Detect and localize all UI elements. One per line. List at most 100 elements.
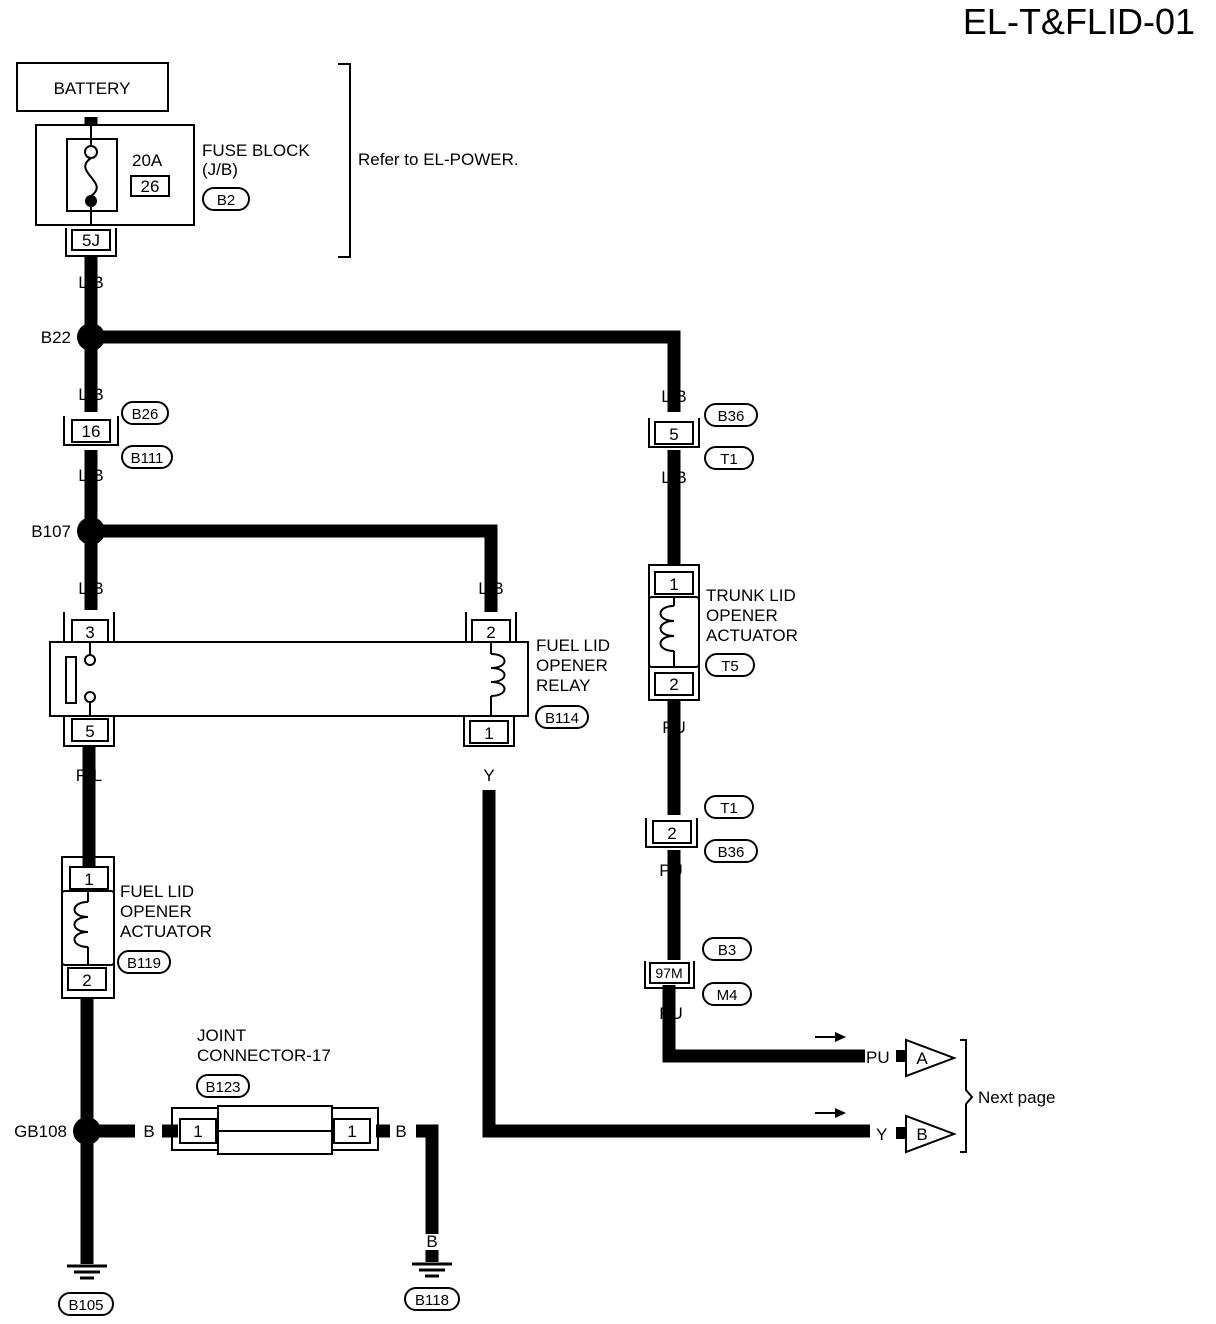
connector-b114: B114 xyxy=(545,710,579,727)
svg-text:97M: 97M xyxy=(655,965,682,981)
svg-text:5J: 5J xyxy=(82,231,100,250)
connector-m4-pill xyxy=(702,982,752,1006)
ground-b105-pill xyxy=(58,1292,114,1316)
connector-b119: B119 xyxy=(127,955,161,972)
trunk-lid-label-2: OPENER xyxy=(706,606,778,625)
trunk-lid-actuator: 1 2 xyxy=(648,564,700,701)
ground-b118-symbol xyxy=(412,1262,452,1278)
wire-color-y-next: Y xyxy=(876,1125,887,1144)
splice-b107-label: B107 xyxy=(31,522,71,541)
svg-text:1: 1 xyxy=(84,870,93,889)
wire-color-b-4: B xyxy=(81,1239,92,1258)
wire-color-lb-4: L/B xyxy=(78,579,104,598)
connector-b3-pill xyxy=(702,937,752,961)
wire-color-pu-next: PU xyxy=(866,1048,890,1067)
splice-gb108 xyxy=(73,1117,101,1145)
wire-color-lb-7: L/B xyxy=(478,579,504,598)
wire-color-b-3: B xyxy=(395,1122,406,1141)
ground-b105-symbol xyxy=(67,1264,107,1280)
signal-direction-arrow-b xyxy=(815,1108,846,1118)
fuel-lid-relay: 3 2 5 1 xyxy=(49,612,529,747)
splice-gb108-label: GB108 xyxy=(14,1122,67,1141)
fuse-terminal-top xyxy=(84,145,98,159)
connector-m4: M4 xyxy=(717,987,738,1004)
splice-b22 xyxy=(77,323,105,351)
next-page-brace xyxy=(960,1039,974,1153)
relay-label-2: OPENER xyxy=(536,656,608,675)
trunk-lid-label-3: ACTUATOR xyxy=(706,626,798,645)
refer-bracket xyxy=(338,63,351,258)
fuse-terminal-bottom xyxy=(85,195,97,207)
signal-direction-arrow-a xyxy=(815,1032,846,1042)
battery-label: BATTERY xyxy=(54,79,131,98)
connector-b3: B3 xyxy=(718,942,736,959)
fuel-actuator-label-1: FUEL LID xyxy=(120,882,194,901)
refer-text: Refer to EL-POWER. xyxy=(358,150,519,169)
next-connector-b: B xyxy=(916,1125,927,1144)
svg-text:16: 16 xyxy=(82,422,101,441)
wire-color-rl: R/L xyxy=(76,766,102,785)
connector-t5-pill xyxy=(705,653,755,677)
svg-text:5: 5 xyxy=(669,425,678,444)
connector-b123-pill xyxy=(196,1074,250,1098)
connector-b36-pill-bottom xyxy=(704,839,758,863)
connector-b26-pill xyxy=(121,401,169,425)
wire-color-pu-1: PU xyxy=(662,718,686,737)
fuse-number-box xyxy=(130,175,170,197)
ground-b118: B118 xyxy=(415,1292,449,1309)
wire-color-lb-1: L/B xyxy=(78,273,104,292)
wire-color-b-5: B xyxy=(426,1232,437,1251)
ground-b118-pill xyxy=(404,1287,460,1311)
wires xyxy=(80,117,870,1264)
fuse-block-jb: (J/B) xyxy=(202,160,238,179)
connector-b-stub xyxy=(896,1127,906,1139)
connector-16: 16 xyxy=(63,416,119,446)
svg-text:1: 1 xyxy=(484,724,493,743)
wire-color-lb-6: L/B xyxy=(661,468,687,487)
splice-b107 xyxy=(77,517,105,545)
svg-text:1: 1 xyxy=(347,1122,356,1141)
connector-t1-bottom: T1 xyxy=(720,800,738,817)
fuel-actuator-label-2: OPENER xyxy=(120,902,192,921)
fuse-block-name: FUSE BLOCK xyxy=(202,141,310,160)
wire-color-pu-2: PU xyxy=(659,861,683,880)
connector-b119-pill xyxy=(117,950,171,974)
connector-b36-bottom: B36 xyxy=(718,844,745,861)
connector-b2: B2 xyxy=(217,192,235,209)
connector-97m: 97M xyxy=(644,961,695,989)
wire-color-lb-5: L/B xyxy=(661,387,687,406)
connector-t1-pill-bottom xyxy=(704,795,754,819)
svg-text:1: 1 xyxy=(193,1122,202,1141)
relay-label-1: FUEL LID xyxy=(536,636,610,655)
fuel-actuator-label-3: ACTUATOR xyxy=(120,922,212,941)
wire-color-pu-3: PU xyxy=(659,1004,683,1023)
connector-b36-top: B36 xyxy=(718,408,745,425)
wire-color-b-1: B xyxy=(81,1015,92,1034)
svg-text:2: 2 xyxy=(82,971,91,990)
svg-text:2: 2 xyxy=(667,824,676,843)
connector-b111: B111 xyxy=(131,450,164,467)
svg-text:2: 2 xyxy=(669,675,678,694)
connector-b114-pill xyxy=(535,705,589,729)
fuse-number: 26 xyxy=(141,177,160,196)
fuel-lid-actuator: 1 2 xyxy=(61,856,115,999)
connector-a-stub xyxy=(896,1050,906,1062)
svg-text:2: 2 xyxy=(486,623,495,642)
fuse-terminal-5j: 5J xyxy=(65,228,117,257)
connector-b2-pill xyxy=(202,187,250,211)
connector-b111-pill xyxy=(121,445,173,469)
ground-b105: B105 xyxy=(68,1297,103,1314)
fuse-element xyxy=(84,157,98,197)
wire-color-y-1: Y xyxy=(483,766,494,785)
splice-b22-label: B22 xyxy=(41,328,71,347)
svg-text:1: 1 xyxy=(669,575,678,594)
wire-color-lb-2: L/B xyxy=(78,385,104,404)
connector-a-triangle xyxy=(905,1038,957,1078)
connector-b26: B26 xyxy=(132,406,159,423)
next-page-label: Next page xyxy=(978,1088,1056,1107)
wire-color-lb-3: L/B xyxy=(78,466,104,485)
svg-text:5: 5 xyxy=(85,722,94,741)
next-connector-a: A xyxy=(916,1049,928,1068)
connector-5: 5 xyxy=(648,418,700,448)
